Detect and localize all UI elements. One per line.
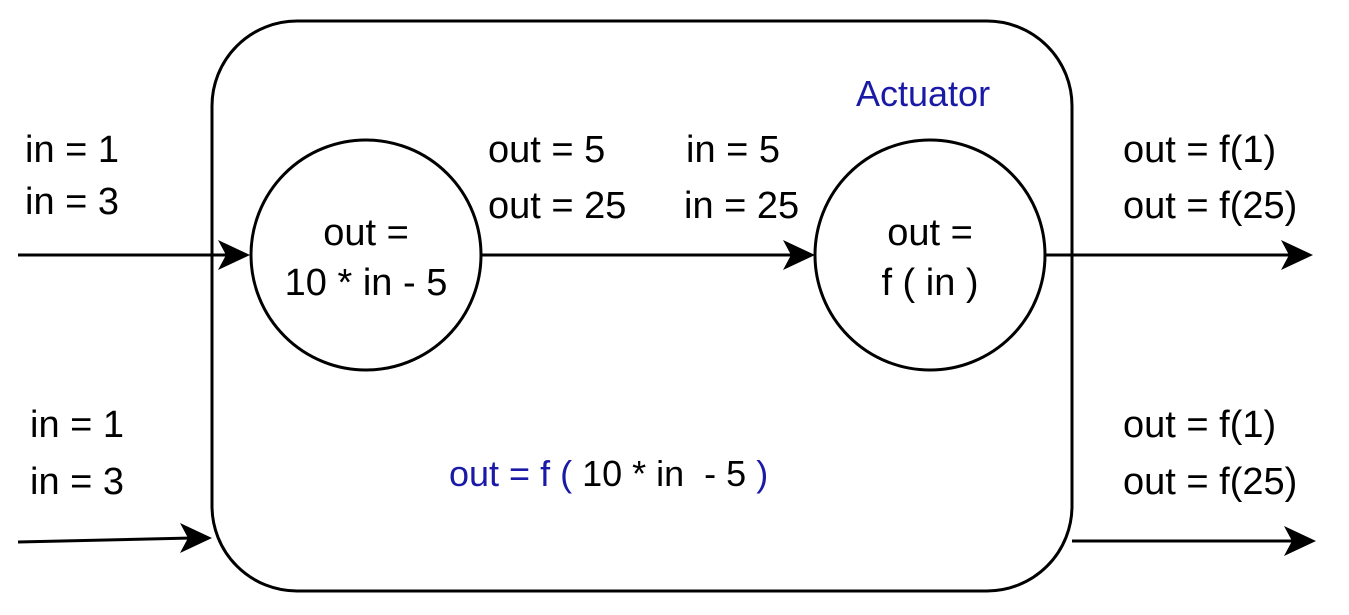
formula-body: 10 * in - 5 <box>572 453 756 494</box>
left-node-line2: 10 * in - 5 <box>285 262 448 304</box>
bottom-input-arrowhead <box>180 523 212 553</box>
bottom-output-arrowhead <box>1284 526 1316 556</box>
actuator-formula: out = f ( 10 * in - 5 ) <box>449 453 768 494</box>
top-input-label-1: in = 1 <box>25 129 119 171</box>
top-input-arrowhead <box>218 240 250 270</box>
formula-suffix: ) <box>756 453 768 494</box>
middle-in-label-1: in = 5 <box>686 129 780 171</box>
left-node <box>249 138 483 372</box>
right-node-line2: f ( in ) <box>881 262 978 304</box>
top-output-arrowhead <box>1281 240 1313 270</box>
middle-arrowhead <box>783 240 815 270</box>
right-node <box>813 138 1047 372</box>
right-node-line1: out = <box>887 212 973 254</box>
bottom-input-label-2: in = 3 <box>30 461 124 503</box>
middle-out-label-1: out = 5 <box>488 129 605 171</box>
top-output-label-1: out = f(1) <box>1123 129 1276 171</box>
left-node-line1: out = <box>323 212 409 254</box>
actuator-title: Actuator <box>856 73 990 114</box>
bottom-output-label-1: out = f(1) <box>1123 404 1276 446</box>
bottom-output-label-2: out = f(25) <box>1123 461 1297 503</box>
bottom-input-label-1: in = 1 <box>30 404 124 446</box>
middle-out-label-2: out = 25 <box>488 185 626 227</box>
top-input-label-2: in = 3 <box>25 181 119 223</box>
formula-prefix: out = f ( <box>449 453 572 494</box>
bottom-input-wire <box>17 536 193 544</box>
middle-in-label-2: in = 25 <box>684 185 799 227</box>
top-output-label-2: out = f(25) <box>1123 185 1297 227</box>
